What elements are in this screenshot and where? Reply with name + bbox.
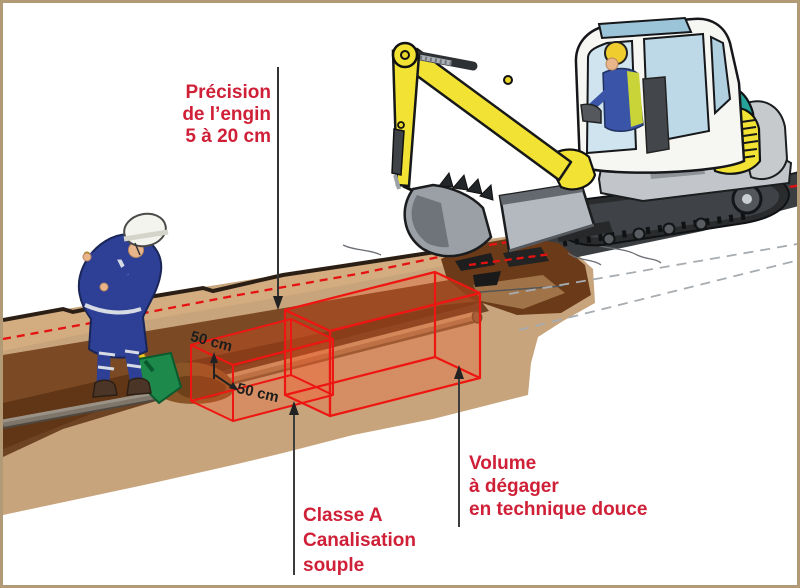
classe-label: Classe A Canalisation souple (303, 503, 416, 578)
precision-leader-arrow (273, 67, 283, 310)
excavator (391, 16, 793, 258)
volume-label-line1: Volume (469, 453, 537, 474)
shovel-socket (143, 359, 155, 373)
clearance-box-fill (191, 319, 333, 421)
operator-vest (627, 71, 643, 127)
tread-blocks (562, 211, 754, 247)
worker-hand (82, 252, 92, 262)
classe-label-line3: souple (303, 555, 365, 576)
dipper-cylinder (391, 128, 405, 176)
pipe-canalisation-shade (198, 319, 478, 394)
route-dash-road-left (488, 236, 536, 247)
chin-strap (134, 242, 141, 256)
classe-label-line1: Classe A (303, 505, 383, 526)
digging-arm (391, 41, 597, 258)
worker-arm-far (85, 250, 128, 263)
route-dash-far-bank (3, 252, 454, 341)
precision-label-line1: Précision (185, 82, 271, 103)
road-wheel (602, 232, 616, 246)
roof-skylight (597, 16, 693, 40)
asphalt-chunk (503, 247, 549, 267)
worker-leg-left (96, 332, 112, 386)
blade-bottom-edge (508, 223, 595, 253)
surface-edge-line (3, 247, 456, 322)
asphalt-chunk (455, 253, 495, 271)
excavation-volumes (190, 270, 482, 422)
dug-hole (441, 237, 591, 315)
volume-label-line2: à dégager (469, 476, 559, 497)
classe-leader-arrow (289, 401, 299, 575)
control-console (580, 103, 602, 124)
pipe-canalisation-highlight (195, 311, 479, 386)
worker-boot-left (92, 379, 118, 398)
dipper-cylinder-rod (393, 174, 401, 190)
precision-label: Précision de l’engin 5 à 20 cm (101, 82, 271, 148)
track-inner-band (564, 183, 779, 238)
volume-label: Volume à dégager en technique douce (469, 452, 647, 521)
road-wheel (662, 222, 676, 236)
pivot-bolt (503, 75, 513, 85)
precision-label-line3: 5 à 20 cm (185, 126, 271, 147)
worker-leg-right (120, 329, 144, 385)
precision-label-line2: de l’engin (182, 104, 271, 125)
classe-label-line2: Canalisation (303, 530, 416, 551)
boom (403, 47, 573, 182)
clearance-box-wireframe (190, 318, 334, 422)
blade-arm (555, 221, 613, 242)
projection-dashed-lower (518, 259, 797, 331)
annotations (210, 67, 464, 575)
bucket-inner-shade (411, 195, 449, 248)
dimension-arrow-diagonal (214, 374, 239, 391)
asphalt-chunk (473, 271, 501, 287)
rear-window (709, 35, 732, 116)
road-wheel (694, 217, 708, 231)
route-dash-hole (468, 252, 552, 267)
leg-stripes (97, 349, 142, 371)
ground-cracks (342, 240, 662, 266)
pivot-bolt (397, 121, 405, 129)
bucket-teeth (438, 171, 494, 201)
operator-face (605, 57, 619, 71)
dirt-mound-shadow (172, 375, 226, 399)
dimension-arrow-vertical (210, 352, 218, 379)
sprocket-hub (742, 194, 752, 204)
volume-leader-arrow (454, 365, 464, 527)
volume-box-wireframe (283, 270, 482, 418)
pivot-bolt (400, 50, 410, 60)
worker-boot-right (126, 377, 152, 396)
volume-label-line3: en technique douce (469, 499, 648, 520)
pipe-canalisation (191, 311, 483, 394)
worker-hand (99, 282, 109, 292)
helmet-brim (123, 229, 169, 242)
bucket-cylinder-ribs (419, 55, 453, 67)
pipeline-route-marking (3, 184, 797, 341)
excavation-scene (3, 16, 797, 575)
route-dash-road-right (744, 184, 797, 195)
road-wheel (632, 227, 646, 241)
projection-lines (479, 243, 797, 331)
worker (77, 212, 183, 405)
operator (580, 41, 670, 154)
operator-seat (642, 76, 670, 154)
